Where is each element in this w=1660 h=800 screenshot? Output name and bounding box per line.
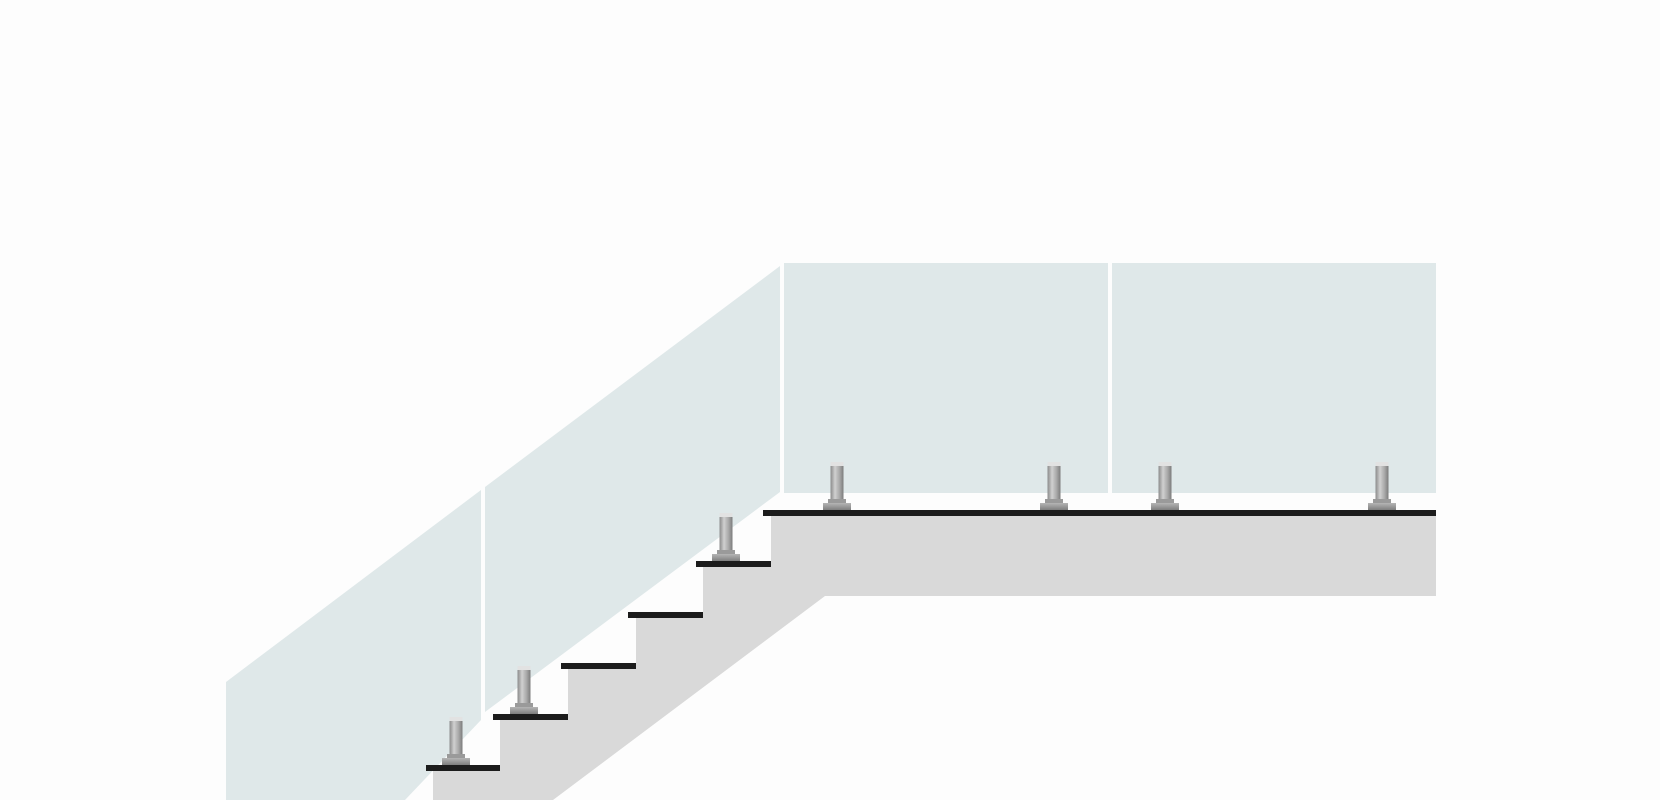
tread-edges bbox=[426, 510, 1436, 771]
post-cap bbox=[449, 717, 463, 721]
post-cap bbox=[830, 462, 844, 466]
stair-stringer bbox=[433, 514, 1436, 800]
post-1 bbox=[442, 717, 470, 765]
post-7 bbox=[1368, 462, 1396, 510]
post-cap bbox=[1375, 462, 1389, 466]
post-shaft bbox=[517, 668, 531, 703]
tread-edge-3 bbox=[561, 663, 636, 669]
concrete-structure bbox=[433, 514, 1436, 800]
post-collar bbox=[828, 499, 846, 503]
tread-edge-5 bbox=[696, 561, 771, 567]
post-cap bbox=[517, 666, 531, 670]
post-base-plate bbox=[712, 554, 740, 561]
tread-edge-2 bbox=[493, 714, 568, 720]
post-shaft bbox=[719, 515, 733, 550]
post-cap bbox=[1047, 462, 1061, 466]
post-base-plate bbox=[1040, 503, 1068, 510]
tread-edge-1 bbox=[426, 765, 500, 771]
glass-panel-stair-lower bbox=[226, 490, 481, 800]
post-cap bbox=[1158, 462, 1172, 466]
post-base-plate bbox=[1151, 503, 1179, 510]
post-shaft bbox=[1158, 464, 1172, 499]
glass-panel-landing-left bbox=[784, 263, 1108, 493]
post-collar bbox=[1156, 499, 1174, 503]
post-5 bbox=[1040, 462, 1068, 510]
post-3 bbox=[712, 513, 740, 561]
glass-panel-stair-upper bbox=[485, 266, 780, 712]
glass-panels bbox=[226, 263, 1436, 800]
post-cap bbox=[719, 513, 733, 517]
post-base-plate bbox=[510, 707, 538, 714]
posts bbox=[442, 462, 1396, 765]
post-base-plate bbox=[442, 758, 470, 765]
post-base-plate bbox=[1368, 503, 1396, 510]
glass-panel-landing-right bbox=[1112, 263, 1436, 493]
post-collar bbox=[447, 754, 465, 758]
tread-edge-4 bbox=[628, 612, 703, 618]
post-shaft bbox=[1047, 464, 1061, 499]
post-2 bbox=[510, 666, 538, 714]
post-collar bbox=[1045, 499, 1063, 503]
post-4 bbox=[823, 462, 851, 510]
post-shaft bbox=[1375, 464, 1389, 499]
post-shaft bbox=[830, 464, 844, 499]
post-collar bbox=[1373, 499, 1391, 503]
landing-edge bbox=[763, 510, 1436, 516]
post-shaft bbox=[449, 719, 463, 754]
post-collar bbox=[717, 550, 735, 554]
post-base-plate bbox=[823, 503, 851, 510]
post-collar bbox=[515, 703, 533, 707]
post-6 bbox=[1151, 462, 1179, 510]
